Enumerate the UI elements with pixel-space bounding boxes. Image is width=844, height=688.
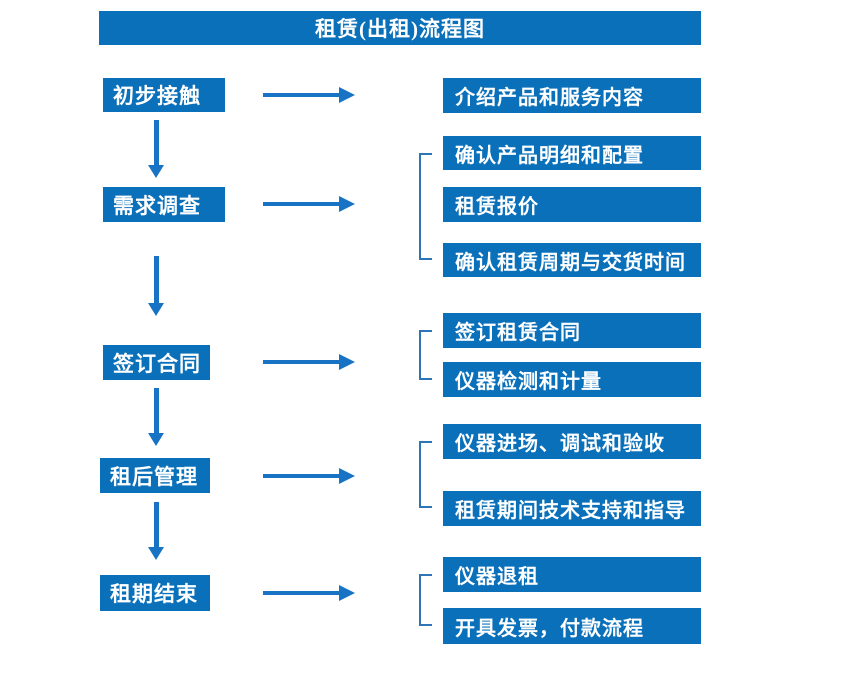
arrow-shaft [263,591,339,595]
right-arrow-icon [263,468,355,484]
right-arrow-icon [263,585,355,601]
arrow-head [339,354,355,370]
arrow-shaft [154,388,159,433]
arrow-shaft [263,93,339,97]
arrow-head [339,196,355,212]
down-arrow-icon [148,120,164,178]
arrow-head [339,87,355,103]
detail-box-instrument-testing-metering: 仪器检测和计量 [443,362,701,397]
arrow-shaft [263,360,339,364]
detail-box-rental-quotation: 租赁报价 [443,187,701,222]
down-arrow-icon [148,256,164,316]
arrow-shaft [154,502,159,547]
detail-box-sign-rental-contract: 签订租赁合同 [443,313,701,348]
detail-box-introduce-products-services: 介绍产品和服务内容 [443,78,701,113]
group-bracket-icon [419,441,432,508]
detail-box-invoice-payment-process: 开具发票，付款流程 [443,608,701,644]
arrow-shaft [263,474,339,478]
detail-box-instrument-return: 仪器退租 [443,557,701,592]
right-arrow-icon [263,196,355,212]
group-bracket-icon [419,153,432,260]
down-arrow-icon [148,502,164,560]
arrow-shaft [154,120,159,165]
step-box-demand-survey: 需求调查 [103,187,225,222]
group-bracket-icon [419,330,432,380]
step-box-rental-end: 租期结束 [100,575,210,611]
down-arrow-icon [148,388,164,446]
detail-box-confirm-rental-period-delivery: 确认租赁周期与交货时间 [443,243,701,277]
right-arrow-icon [263,87,355,103]
right-arrow-icon [263,354,355,370]
arrow-head [148,165,164,178]
detail-box-instrument-setup-acceptance: 仪器进场、调试和验收 [443,424,701,459]
arrow-head [148,433,164,446]
arrow-shaft [263,202,339,206]
arrow-head [148,547,164,560]
detail-box-technical-support-guidance: 租赁期间技术支持和指导 [443,491,701,526]
step-box-initial-contact: 初步接触 [103,78,225,112]
step-box-sign-contract: 签订合同 [103,345,210,380]
group-bracket-icon [419,574,432,626]
arrow-head [148,303,164,316]
arrow-head [339,585,355,601]
arrow-head [339,468,355,484]
detail-box-confirm-product-details: 确认产品明细和配置 [443,136,701,170]
flowchart-title: 租赁(出租)流程图 [99,11,701,45]
step-box-post-rental-management: 租后管理 [100,458,210,493]
arrow-shaft [154,256,159,303]
